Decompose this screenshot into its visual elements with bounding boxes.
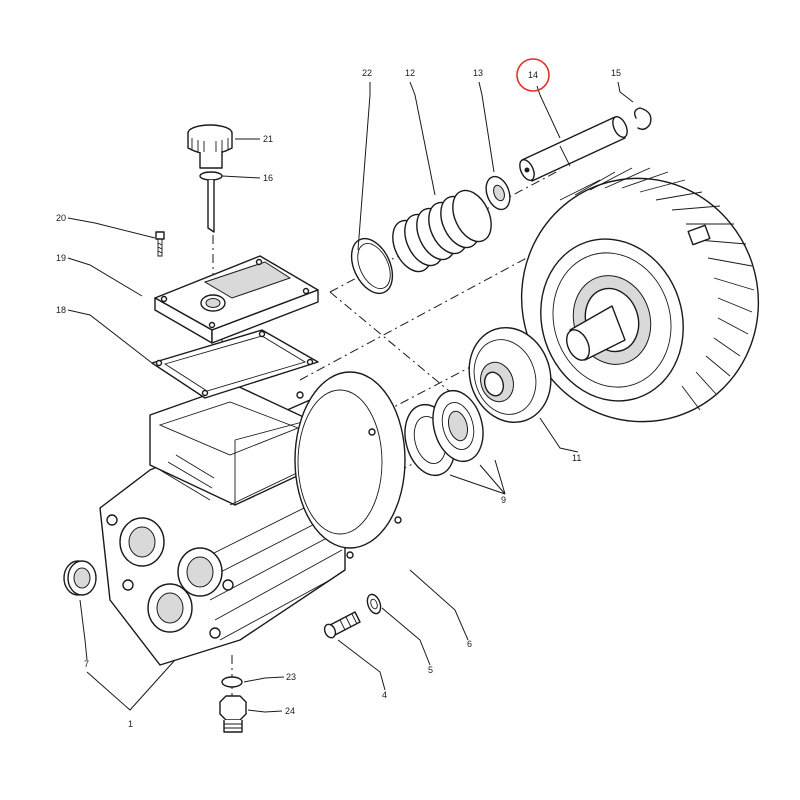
- label-19: 19: [56, 253, 66, 263]
- label-22: 22: [362, 68, 372, 78]
- oil-cap-part-21: [187, 124, 233, 169]
- label-5: 5: [428, 665, 433, 675]
- screw-part-4: [323, 611, 361, 639]
- label-16: 16: [263, 173, 273, 183]
- lock-washer-part-5: [366, 593, 382, 615]
- washer-part-23: [221, 676, 243, 688]
- flywheel-fan: [520, 167, 760, 423]
- pump-body-part-1: [99, 371, 406, 666]
- leader-lines: [67, 81, 634, 713]
- oil-seal-part-7: [63, 560, 97, 596]
- label-9: 9: [501, 495, 506, 505]
- label-14: 14: [528, 70, 538, 80]
- part-labels: 21 16 20 19 18 22 12 13 14 15 11 9 6 5 4…: [56, 68, 621, 729]
- label-24: 24: [285, 706, 295, 716]
- label-15: 15: [611, 68, 621, 78]
- bearings-part-9: [404, 389, 484, 477]
- cover-gasket-part-18: [151, 329, 319, 399]
- screw-part-20: [155, 231, 165, 257]
- label-23: 23: [286, 672, 296, 682]
- rear-cover-part-19: [154, 255, 319, 344]
- label-12: 12: [405, 68, 415, 78]
- label-6: 6: [467, 639, 472, 649]
- label-11: 11: [572, 453, 581, 463]
- o-ring-part-16: [199, 171, 223, 181]
- spring-part-12: [392, 189, 492, 273]
- shaft-part-14: [519, 116, 628, 182]
- washer-part-13: [485, 175, 511, 211]
- circlip-part-15: [633, 107, 652, 131]
- drain-plug-part-24: [219, 695, 247, 733]
- bearing-cap-part-11: [468, 327, 552, 423]
- label-20: 20: [56, 213, 66, 223]
- label-13: 13: [473, 68, 483, 78]
- label-21: 21: [263, 134, 273, 144]
- o-ring-part-22: [350, 237, 394, 295]
- label-1: 1: [128, 719, 133, 729]
- label-18: 18: [56, 305, 66, 315]
- label-7: 7: [84, 659, 89, 669]
- highlight-circle: [516, 58, 550, 92]
- label-4: 4: [382, 690, 387, 700]
- dipstick: [207, 180, 215, 233]
